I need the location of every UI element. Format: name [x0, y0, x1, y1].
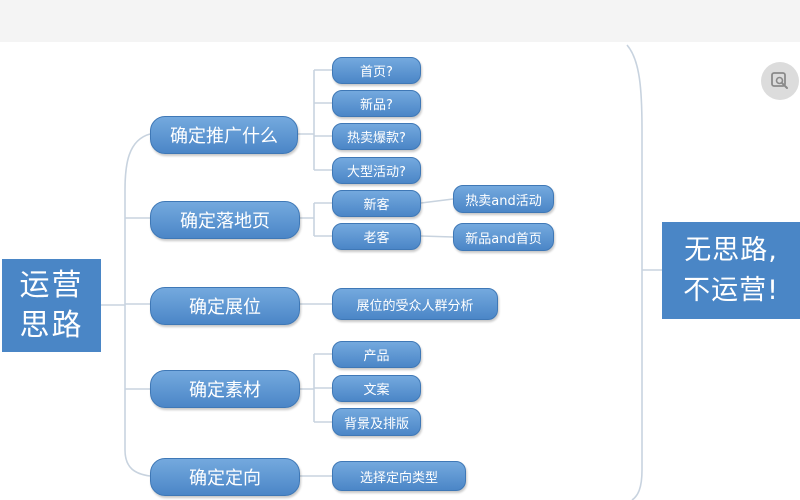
leaf-node-2-2[interactable]: 老客 — [332, 223, 421, 250]
branch-node-5[interactable]: 确定定向 — [150, 458, 300, 496]
connector-frame-arc — [626, 44, 643, 500]
root-node[interactable]: 运营 思路 — [2, 259, 101, 352]
leaf-node-1-1[interactable]: 首页? — [332, 57, 421, 84]
leaf-node-2-1[interactable]: 新客 — [332, 190, 421, 217]
root-line-1: 运营 — [19, 267, 84, 303]
leaf-node-3-1[interactable]: 展位的受众人群分析 — [332, 288, 498, 320]
slogan-line-2: 不运营! — [683, 274, 779, 306]
connector-b1-leaves — [298, 69, 332, 171]
subleaf-node-2-2[interactable]: 新品and首页 — [453, 223, 554, 251]
branch-node-1[interactable]: 确定推广什么 — [150, 116, 298, 154]
branch-node-3[interactable]: 确定展位 — [150, 287, 300, 325]
zoom-icon-glyph — [771, 72, 788, 89]
leaf-node-1-3[interactable]: 热卖爆款? — [332, 123, 421, 150]
slogan-line-1: 无思路, — [684, 234, 778, 266]
branch-node-4[interactable]: 确定素材 — [150, 370, 300, 408]
root-line-2: 思路 — [19, 307, 84, 343]
top-band — [0, 0, 800, 42]
leaf-node-5-1[interactable]: 选择定向类型 — [332, 461, 466, 491]
slogan-node[interactable]: 无思路, 不运营! — [662, 222, 800, 319]
connector-b4-leaves — [300, 353, 332, 423]
branch-node-2[interactable]: 确定落地页 — [150, 201, 300, 239]
zoom-icon[interactable] — [761, 62, 799, 100]
connector-b2-grand — [420, 198, 454, 238]
leaf-node-4-1[interactable]: 产品 — [332, 341, 421, 368]
leaf-node-1-4[interactable]: 大型活动? — [332, 157, 421, 184]
subleaf-node-2-1[interactable]: 热卖and活动 — [453, 185, 554, 213]
connector-spine — [124, 133, 151, 477]
leaf-node-1-2[interactable]: 新品? — [332, 90, 421, 117]
leaf-node-4-2[interactable]: 文案 — [332, 375, 421, 402]
connector-b2-leaves — [300, 202, 332, 237]
leaf-node-4-3[interactable]: 背景及排版 — [332, 408, 421, 436]
